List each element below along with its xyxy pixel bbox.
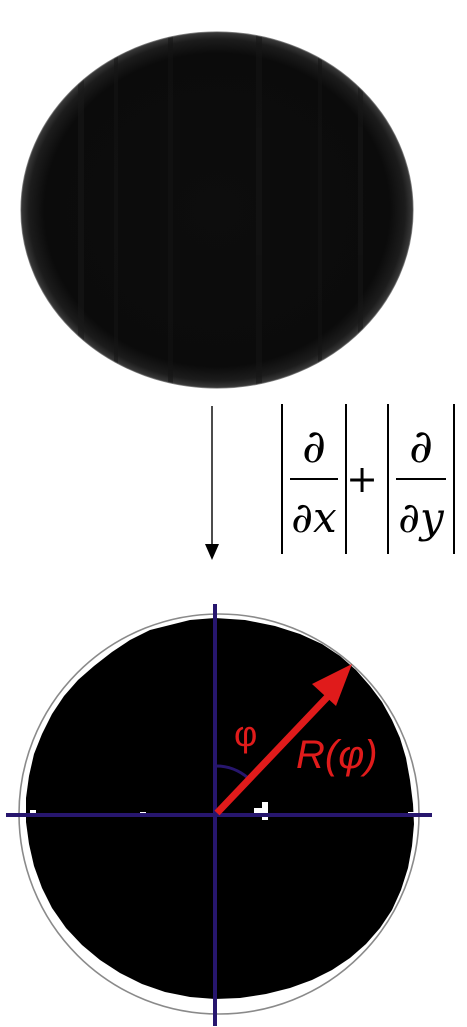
disk-stripes [78,32,363,388]
radius-arrow-head [312,664,352,706]
disk-body [21,32,413,388]
binarized-disk-polar-diagram: φ R(φ) [6,604,432,1026]
angle-arc [214,764,249,780]
gradient-operator-formula: ∂ ∂x + ∂ ∂y [281,404,455,554]
radius-arrow-shaft [214,687,337,816]
original-disk-image [20,31,414,389]
partial-numerator-x: ∂ [302,419,326,473]
partial-denominator-y: ∂y [398,493,445,542]
radius-label: R(φ) [296,733,378,777]
partial-numerator-y: ∂ [409,419,433,473]
down-arrow-icon [205,406,219,560]
plus-sign: + [346,457,378,501]
angle-label: φ [234,713,257,754]
partial-denominator-x: ∂x [291,493,337,542]
